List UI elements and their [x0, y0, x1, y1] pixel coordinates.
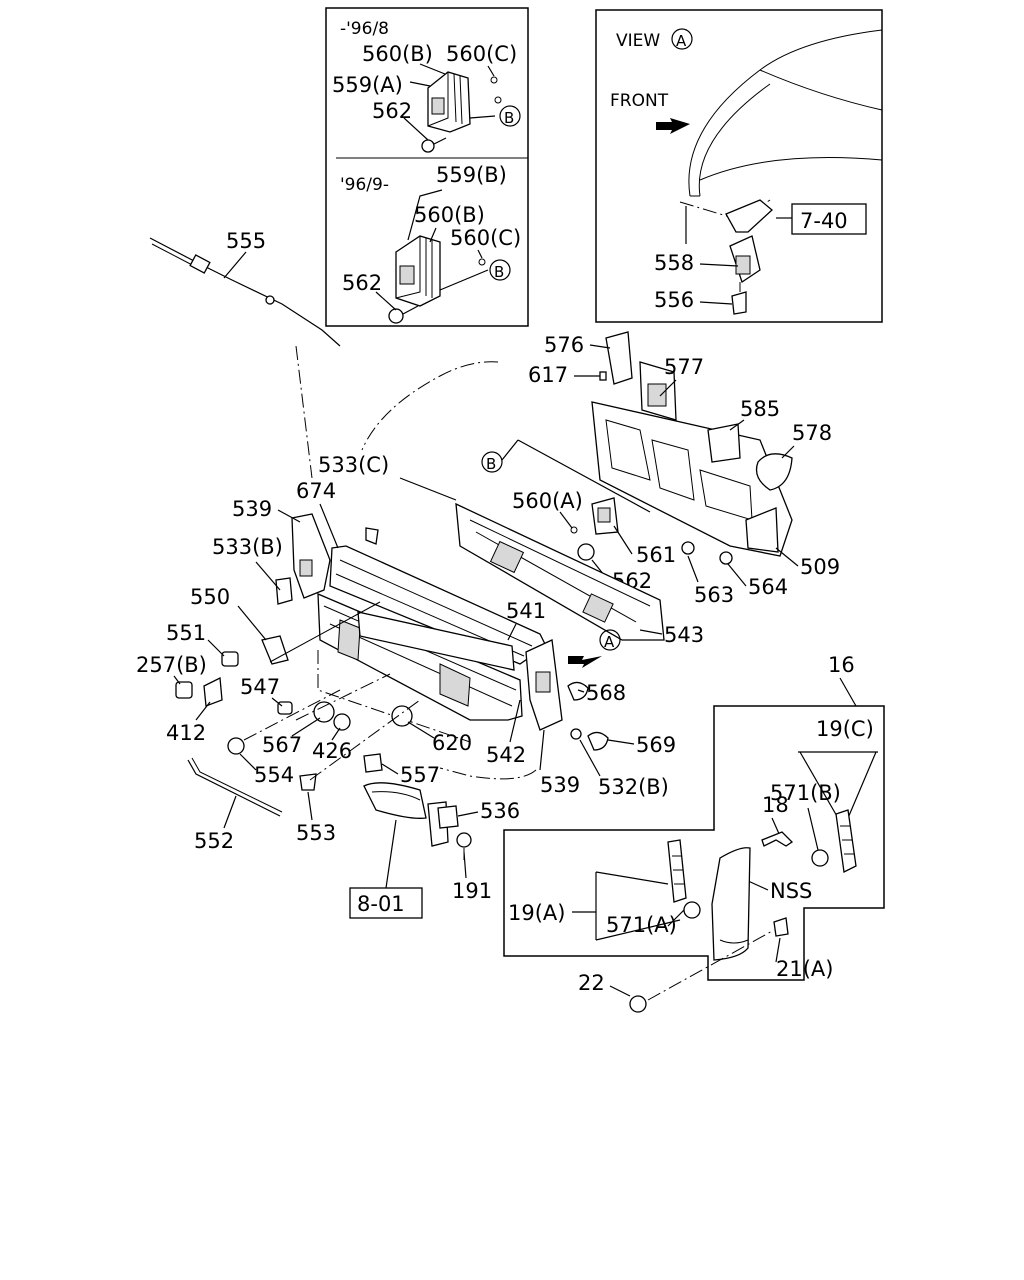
label-568: 568	[586, 681, 626, 705]
label-551: 551	[166, 621, 206, 645]
label-560C-top: 560(C)	[446, 42, 517, 66]
label-22: 22	[578, 971, 605, 995]
right-bracket-539-drawing	[525, 639, 609, 751]
label-191: 191	[452, 879, 492, 903]
label-426: 426	[312, 739, 352, 763]
label-559A: 559(A)	[332, 73, 403, 97]
label-19A: 19(A)	[508, 901, 565, 925]
left-hardware-drawing	[175, 601, 421, 791]
label-585: 585	[740, 397, 780, 421]
option-box-frame	[503, 705, 885, 981]
label-532B: 532(B)	[598, 775, 669, 799]
label-578: 578	[792, 421, 832, 445]
inset-model-year-frame	[325, 7, 529, 327]
label-543: 543	[664, 623, 704, 647]
svg-text:B: B	[504, 109, 514, 127]
option-box-16: 16 19(C) 18 571(B) NSS 19(A) 571(A) 22 2…	[503, 653, 885, 1013]
cable-555-drawing	[149, 237, 341, 347]
inset-view-frame	[595, 9, 883, 323]
label-556: 556	[654, 288, 694, 312]
label-19C: 19(C)	[816, 717, 874, 741]
label-550: 550	[190, 585, 230, 609]
label-541: 541	[506, 599, 546, 623]
svg-text:B: B	[494, 263, 504, 281]
label-21A: 21(A)	[776, 957, 833, 981]
label-562-bottom: 562	[342, 271, 382, 295]
period-early-label: -'96/8	[340, 19, 389, 39]
label-559B: 559(B)	[436, 163, 507, 187]
label-555: 555	[226, 229, 266, 253]
ref-7-40-box	[791, 203, 867, 235]
cab-outline-drawing	[679, 29, 883, 315]
label-16: 16	[828, 653, 855, 677]
svg-text:A: A	[604, 633, 615, 651]
label-567: 567	[262, 733, 302, 757]
label-560B-bottom: 560(B)	[414, 203, 485, 227]
ref-8-01: 8-01	[357, 892, 405, 916]
marker-B-bottom	[489, 259, 511, 281]
marker-A-main	[599, 629, 621, 651]
label-554: 554	[254, 763, 294, 787]
label-539-left: 539	[232, 497, 272, 521]
label-564: 564	[748, 575, 788, 599]
label-674: 674	[296, 479, 336, 503]
view-title: VIEW	[616, 31, 660, 51]
label-533B: 533(B)	[212, 535, 283, 559]
label-553: 553	[296, 821, 336, 845]
label-547: 547	[240, 675, 280, 699]
svg-text:A: A	[676, 32, 687, 50]
label-536: 536	[480, 799, 520, 823]
label-539-right: 539	[540, 773, 580, 797]
left-bracket-539-drawing	[275, 513, 331, 605]
label-617: 617	[528, 363, 568, 387]
label-561: 561	[636, 543, 676, 567]
inner-panel-509-drawing	[577, 331, 793, 565]
label-509: 509	[800, 555, 840, 579]
inset-model-year: -'96/8 560(B) 560(C) 559(A) 562 B '96/9-…	[325, 7, 529, 327]
label-558: 558	[654, 251, 694, 275]
label-620: 620	[432, 731, 472, 755]
option-parts-drawing	[629, 809, 857, 1013]
label-571B: 571(B)	[770, 781, 841, 805]
label-533C: 533(C)	[318, 453, 389, 477]
marker-B-top	[499, 105, 521, 127]
label-560B-top: 560(B)	[362, 42, 433, 66]
view-marker-A	[671, 28, 693, 50]
label-412: 412	[166, 721, 206, 745]
main-assembly: 555 576 617 577 585 57	[136, 229, 840, 919]
period-late-label: '96/9-	[340, 175, 389, 195]
grille-frame-drawing	[317, 545, 547, 743]
svg-text:B: B	[486, 455, 496, 473]
ref-8-01-box	[349, 887, 423, 919]
label-563: 563	[694, 583, 734, 607]
label-257B: 257(B)	[136, 653, 207, 677]
label-560C-bottom: 560(C)	[450, 226, 521, 250]
stay-552-drawing	[187, 757, 283, 817]
label-552: 552	[194, 829, 234, 853]
label-576: 576	[544, 333, 584, 357]
label-557: 557	[400, 763, 440, 787]
label-569: 569	[636, 733, 676, 757]
label-571A: 571(A)	[606, 913, 677, 937]
front-label: FRONT	[610, 91, 669, 111]
label-542: 542	[486, 743, 526, 767]
label-577: 577	[664, 355, 704, 379]
corner-lamp-drawing	[363, 782, 472, 860]
rail-543-drawing	[365, 502, 665, 641]
direction-arrow-icon	[568, 656, 602, 668]
label-18: 18	[762, 793, 789, 817]
label-560A: 560(A)	[512, 489, 583, 513]
marker-B-main	[481, 451, 503, 473]
cover-559B-drawing	[388, 235, 486, 324]
cover-559A-drawing	[421, 71, 502, 153]
label-nss: NSS	[770, 879, 812, 903]
ref-7-40: 7-40	[800, 209, 848, 233]
inset-view-A: VIEW A FRONT 7-40 558 556	[595, 9, 883, 323]
front-arrow-icon	[656, 118, 690, 134]
